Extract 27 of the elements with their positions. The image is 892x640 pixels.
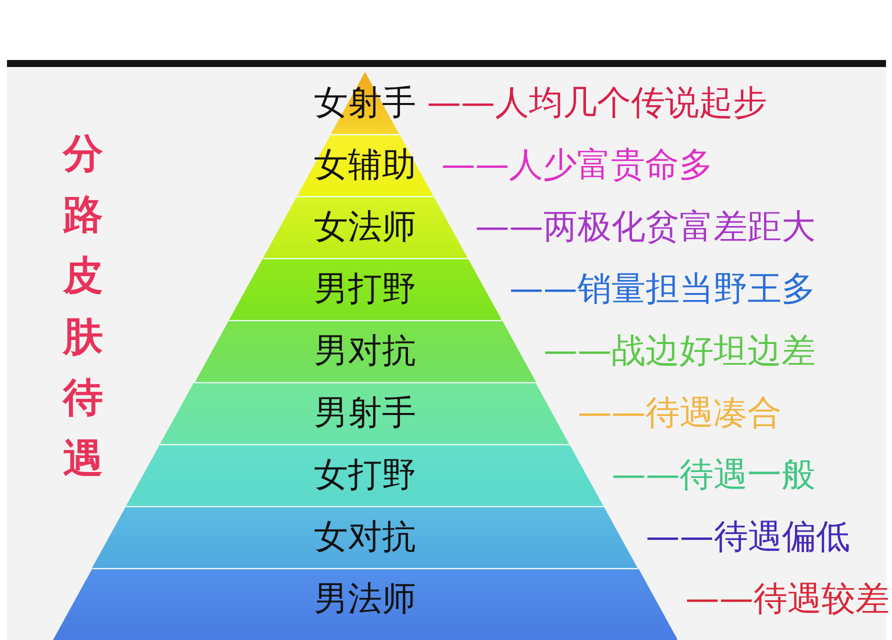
description-text: ——销量担当野王多 — [509, 269, 816, 309]
band-label: 男对抗 — [314, 332, 416, 370]
band-label: 男射手 — [314, 394, 416, 432]
pyramid-band — [92, 506, 638, 568]
band-label: 女射手 — [314, 84, 416, 122]
description-text: ——人少富贵命多 — [441, 145, 714, 185]
band-label: 女辅助 — [314, 146, 416, 184]
pyramid-band — [194, 320, 536, 382]
description-text: ——待遇偏低 — [646, 517, 850, 557]
description-text: ——两极化贫富差距大 — [475, 207, 816, 247]
band-label: 男法师 — [314, 580, 416, 618]
pyramid-band — [296, 134, 434, 196]
pyramid-band — [52, 568, 678, 640]
pyramid-band — [160, 382, 570, 444]
band-label: 女法师 — [314, 208, 416, 246]
description-text: ——待遇一般 — [612, 455, 816, 495]
pyramid-band — [262, 196, 468, 258]
description-text: ——待遇凑合 — [578, 393, 782, 433]
band-label: 女对抗 — [314, 518, 416, 556]
description-text: ——待遇较差 — [685, 579, 890, 619]
band-label: 男打野 — [314, 270, 416, 308]
description-text: ——战边好坦边差 — [544, 331, 816, 371]
pyramid-band — [126, 444, 604, 506]
band-label: 女打野 — [314, 456, 416, 494]
description-text: ——人均几个传说起步 — [427, 83, 767, 123]
title: 分路皮肤待遇 — [61, 130, 104, 484]
pyramid-band — [228, 258, 502, 320]
